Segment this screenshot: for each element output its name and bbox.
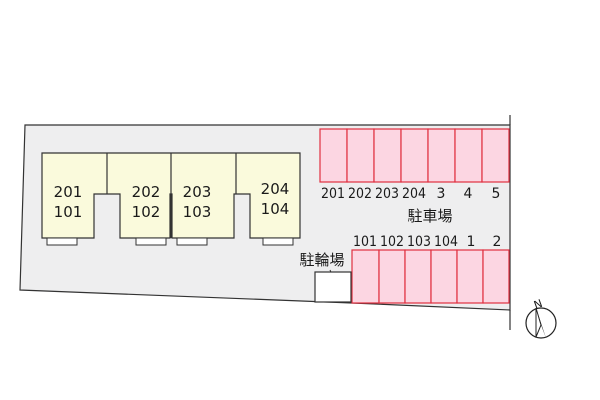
bicycle-parking-area [314,271,352,303]
parking-space [454,128,483,183]
parking-space [319,128,348,183]
parking-labels-top: 201 202 203 204 3 4 5 [321,186,500,202]
entrance-step [262,237,294,246]
parking-label: 101 [353,234,377,250]
parking-label: 102 [380,234,404,250]
entrance-step [176,237,208,246]
unit-label-lower: 101 [54,203,83,221]
parking-row-top [319,128,510,183]
unit-label-upper: 201 [54,183,83,201]
parking-label: 2 [493,234,502,250]
unit-label-upper: 204 [261,180,290,198]
entrance-step [135,237,167,246]
parking-label: 204 [402,186,426,202]
parking-label: 5 [492,186,501,202]
parking-space [373,128,402,183]
unit-label-lower: 103 [183,203,212,221]
parking-space [430,249,458,304]
parking-space [481,128,510,183]
bicycle-parking-label: 駐輪場 [299,251,344,269]
parking-row-bottom [351,249,510,304]
parking-label: 4 [464,186,473,202]
parking-label: 202 [348,186,372,202]
parking-label: 201 [321,186,345,202]
entrance-step [46,237,78,246]
compass-needle-light [535,307,542,338]
north-compass: N [525,297,557,339]
parking-space [404,249,432,304]
parking-label: 103 [407,234,431,250]
parking-label: 203 [375,186,399,202]
parking-label: 1 [467,234,476,250]
parking-space [427,128,456,183]
parking-labels-bottom: 101 102 103 104 1 2 [353,234,501,250]
parking-label: 3 [437,186,446,202]
apartment-building: 201 101 202 102 203 103 204 104 [41,152,301,246]
parking-space [346,128,375,183]
unit-label-lower: 102 [132,203,161,221]
parking-space [456,249,484,304]
unit-label-lower: 104 [261,200,290,218]
parking-space [351,249,380,304]
unit-label-upper: 203 [183,183,212,201]
parking-area-label: 駐車場 [407,207,452,225]
parking-space [482,249,510,304]
parking-space [378,249,406,304]
parking-space [400,128,429,183]
unit-label-upper: 202 [132,183,161,201]
parking-label: 104 [434,234,458,250]
